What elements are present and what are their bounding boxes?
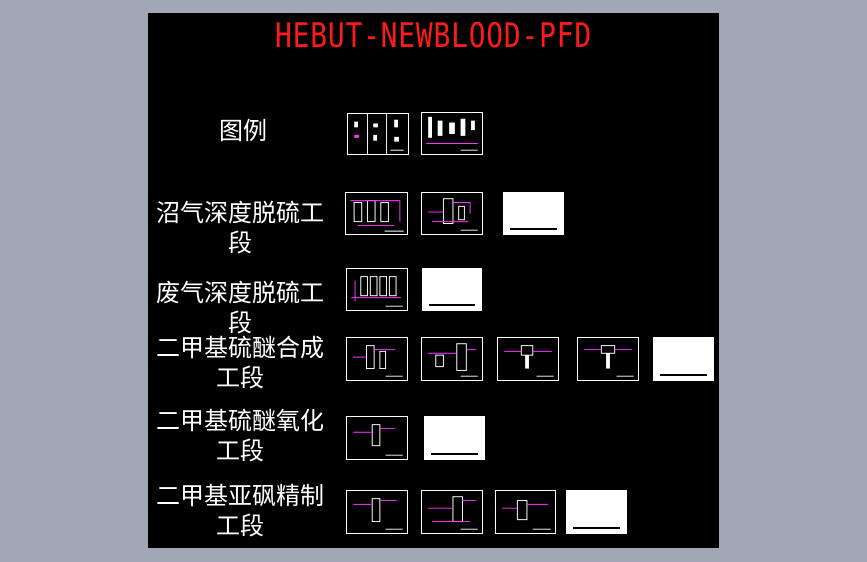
drawing-thumbnail[interactable] bbox=[346, 337, 408, 381]
section-label-dms-synthesis: 二甲基硫醚合成工段 bbox=[156, 334, 324, 392]
drawing-thumbnail[interactable] bbox=[345, 192, 408, 235]
section-label-biogas-desulfurization: 沼气深度脱硫工段 bbox=[156, 199, 324, 257]
drawing-thumbnail[interactable] bbox=[497, 337, 559, 381]
drawing-thumbnail[interactable] bbox=[495, 490, 556, 534]
drawing-thumbnail[interactable] bbox=[421, 490, 483, 534]
drawing-thumbnail-blank[interactable] bbox=[653, 337, 714, 381]
drawing-thumbnail-blank[interactable] bbox=[422, 268, 482, 311]
drawing-thumbnail[interactable] bbox=[346, 490, 408, 534]
drawing-thumbnail[interactable] bbox=[421, 192, 483, 235]
drawing-thumbnail[interactable] bbox=[421, 337, 483, 381]
drawing-thumbnail[interactable] bbox=[347, 113, 409, 155]
section-label-dmso-refining: 二甲基亚砜精制工段 bbox=[156, 482, 324, 540]
drawing-thumbnail[interactable] bbox=[346, 268, 408, 311]
drawing-thumbnail-blank[interactable] bbox=[503, 192, 564, 235]
section-label-legend: 图例 bbox=[219, 117, 267, 145]
drawing-thumbnail[interactable] bbox=[421, 112, 483, 155]
drawing-thumbnail-blank[interactable] bbox=[566, 490, 627, 534]
drawing-thumbnail[interactable] bbox=[346, 416, 408, 460]
drawing-thumbnail[interactable] bbox=[577, 337, 639, 381]
section-label-waste-gas-desulfurization: 废气深度脱硫工段 bbox=[156, 279, 324, 337]
section-label-dms-oxidation: 二甲基硫醚氧化工段 bbox=[156, 407, 324, 465]
drawing-title: HEBUT-NEWBLOOD-PFD bbox=[275, 16, 592, 56]
drawing-thumbnail-blank[interactable] bbox=[424, 416, 485, 460]
